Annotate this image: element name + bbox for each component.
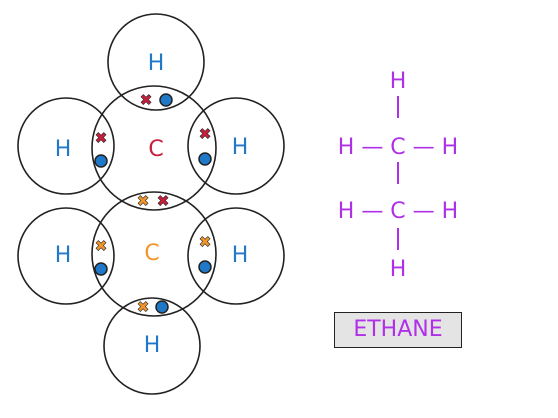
compound-name-text: ETHANE	[353, 317, 443, 342]
shell-h-right-1	[187, 97, 285, 195]
shell-h-bottom	[103, 297, 201, 395]
shell-h-right-2	[187, 207, 285, 305]
atom-label-h-bottom: H	[144, 333, 161, 358]
atom-label-h-left-1: H	[55, 137, 72, 162]
atom-label-h-right-2: H	[232, 243, 249, 268]
electron-cross-c1-left: ✖	[95, 129, 108, 147]
shell-c-2	[91, 191, 217, 317]
electron-cross-c2-left: ✖	[95, 237, 108, 255]
atom-label-c-1: C	[148, 137, 163, 162]
compound-name-label: ETHANE	[334, 312, 462, 348]
electron-cross-c1-bond: ✖	[157, 192, 170, 210]
shell-c-1	[91, 85, 217, 211]
shell-circles	[17, 13, 285, 395]
electron-dot-right-1	[198, 152, 212, 166]
structural-formula: H H — C — H H — C — H H	[338, 69, 458, 282]
electron-dot-top	[159, 93, 173, 107]
electron-cross-c2-bottom: ✖	[137, 298, 150, 316]
atom-label-h-right-1: H	[232, 135, 249, 160]
electron-dot-left-1	[94, 154, 108, 168]
electron-dot-left-2	[94, 262, 108, 276]
atom-label-h-left-2: H	[55, 243, 72, 268]
hydrogen-electron-dots	[94, 93, 212, 314]
atom-label-c-2: C	[144, 241, 159, 266]
formula-row-1: H — C — H	[338, 135, 458, 160]
formula-top-h: H	[390, 69, 407, 94]
electron-cross-c1-right: ✖	[199, 125, 212, 143]
electron-cross-c2-right: ✖	[199, 233, 212, 251]
electron-dot-bottom	[155, 300, 169, 314]
shell-h-top	[107, 13, 205, 111]
formula-bottom-h: H	[390, 257, 407, 282]
electron-cross-c1-top: ✖	[140, 91, 153, 109]
electron-cross-c2-bond: ✖	[137, 192, 150, 210]
electron-dot-right-2	[198, 260, 212, 274]
formula-row-2: H — C — H	[338, 199, 458, 224]
shell-h-left-1	[17, 97, 115, 195]
atom-label-h-top: H	[148, 51, 165, 76]
shell-h-left-2	[17, 207, 115, 305]
